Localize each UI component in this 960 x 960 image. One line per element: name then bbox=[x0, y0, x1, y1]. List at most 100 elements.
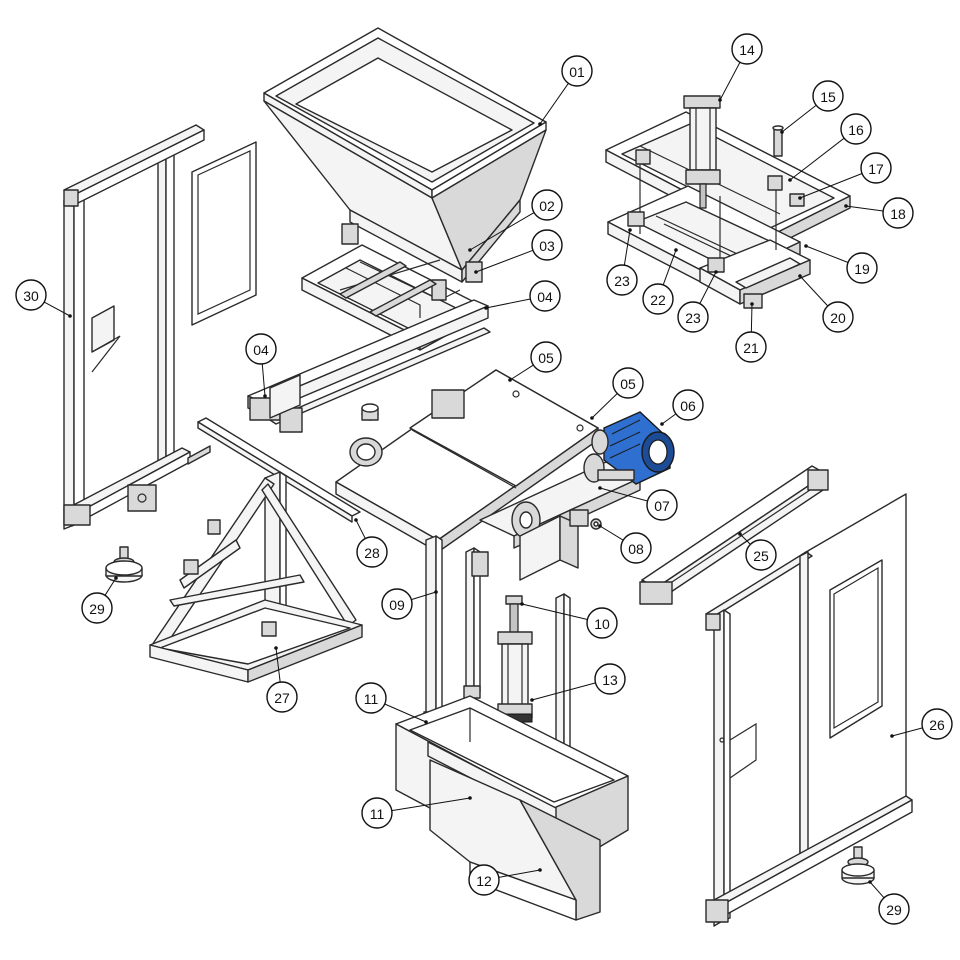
leader-dot-13 bbox=[530, 698, 534, 702]
callout-circle bbox=[594, 663, 626, 695]
callout-circle bbox=[840, 113, 872, 145]
leader-line-29 bbox=[869, 881, 885, 899]
callout-circle bbox=[735, 331, 767, 363]
leader-line-28 bbox=[355, 519, 366, 539]
chute-12 bbox=[429, 759, 601, 921]
leader-line-29 bbox=[104, 577, 117, 596]
callout-label: 23 bbox=[685, 310, 701, 326]
callout-label: 10 bbox=[594, 616, 610, 632]
callout-22-slider-plate: 22 bbox=[642, 283, 674, 315]
callout-17-guide-bracket: 17 bbox=[860, 152, 892, 184]
leader-line-21 bbox=[750, 303, 753, 333]
callout-label: 18 bbox=[890, 206, 906, 222]
leader-line-18 bbox=[845, 205, 884, 212]
callout-15-pin: 15 bbox=[812, 80, 844, 112]
callout-05-top-plate-edge: 05 bbox=[612, 367, 644, 399]
callout-circle bbox=[642, 283, 674, 315]
leader-line-07 bbox=[599, 487, 648, 502]
leader-line-14 bbox=[719, 62, 741, 101]
callout-18-top-frame: 18 bbox=[882, 197, 914, 229]
leader-dot-30 bbox=[68, 314, 72, 318]
leader-line-04 bbox=[261, 363, 266, 397]
callout-21-foot-block: 21 bbox=[735, 331, 767, 363]
leader-dot-25 bbox=[738, 532, 742, 536]
leader-dot-04 bbox=[484, 306, 488, 310]
callout-circle bbox=[531, 189, 563, 221]
side-frame-30 bbox=[63, 124, 205, 530]
drive-bracket-07 bbox=[479, 453, 641, 581]
leader-dot-08 bbox=[598, 524, 602, 528]
callout-14-press-cylinder: 14 bbox=[731, 33, 763, 65]
callout-circle bbox=[266, 681, 298, 713]
callout-06-motor: 06 bbox=[672, 389, 704, 421]
leader-line-17 bbox=[799, 173, 863, 199]
callout-circle bbox=[361, 797, 393, 829]
callout-16-clamp-block: 16 bbox=[840, 113, 872, 145]
callout-circle bbox=[882, 197, 914, 229]
support-stand-27 bbox=[149, 471, 363, 683]
leader-lines bbox=[43, 62, 923, 899]
callout-label: 06 bbox=[680, 398, 696, 414]
leader-line-06 bbox=[661, 413, 677, 425]
callout-label: 04 bbox=[537, 289, 553, 305]
callout-label: 20 bbox=[830, 310, 846, 326]
leader-line-11 bbox=[384, 703, 427, 723]
leader-dot-29 bbox=[868, 880, 872, 884]
callout-circle bbox=[606, 264, 638, 296]
leader-dot-19 bbox=[804, 244, 808, 248]
leader-dot-23 bbox=[628, 228, 632, 232]
leader-dot-06 bbox=[660, 422, 664, 426]
leader-line-12 bbox=[498, 869, 541, 878]
cross-beam-25 bbox=[639, 465, 829, 605]
callout-label: 05 bbox=[538, 350, 554, 366]
leader-line-16 bbox=[789, 137, 845, 181]
callout-label: 25 bbox=[753, 548, 769, 564]
leader-line-13 bbox=[531, 682, 596, 701]
leader-line-26 bbox=[891, 727, 923, 737]
callout-label: 15 bbox=[820, 89, 836, 105]
leader-line-09 bbox=[411, 591, 437, 601]
leader-dot-05 bbox=[508, 378, 512, 382]
callout-label: 04 bbox=[253, 342, 269, 358]
callout-circle bbox=[355, 682, 387, 714]
callout-26-door-panel: 26 bbox=[921, 708, 953, 740]
leader-line-11 bbox=[391, 797, 471, 812]
window-frame bbox=[191, 141, 257, 326]
callout-circle bbox=[529, 280, 561, 312]
callout-label: 19 bbox=[854, 261, 870, 277]
callout-04-guide-rail: 04 bbox=[529, 280, 561, 312]
callout-label: 12 bbox=[476, 873, 492, 889]
callout-29-leveling-foot-2: 29 bbox=[878, 893, 910, 925]
callout-01-hopper: 01 bbox=[561, 55, 593, 87]
callout-circle bbox=[245, 333, 277, 365]
callout-12-chute: 12 bbox=[468, 864, 500, 896]
callout-10-piston-rod: 10 bbox=[586, 607, 618, 639]
callout-25-cross-beam: 25 bbox=[745, 539, 777, 571]
leader-line-20 bbox=[799, 275, 829, 307]
callout-label: 17 bbox=[868, 161, 884, 177]
callout-07-drive-bracket: 07 bbox=[646, 489, 678, 521]
callout-circle bbox=[646, 489, 678, 521]
leader-dot-20 bbox=[798, 274, 802, 278]
leader-line-30 bbox=[43, 301, 71, 317]
leader-dot-23 bbox=[714, 270, 718, 274]
motor-06 bbox=[591, 411, 675, 485]
leader-dot-28 bbox=[354, 518, 358, 522]
hopper-01 bbox=[263, 27, 547, 283]
leader-dot-11 bbox=[424, 720, 428, 724]
callout-label: 14 bbox=[739, 42, 755, 58]
callout-circle bbox=[672, 389, 704, 421]
callout-circle bbox=[677, 301, 709, 333]
callout-02-hopper-slide-frame: 02 bbox=[531, 189, 563, 221]
leader-dot-09 bbox=[434, 590, 438, 594]
callout-30-side-frame: 30 bbox=[15, 279, 47, 311]
leader-dot-15 bbox=[780, 130, 784, 134]
callout-circle bbox=[860, 152, 892, 184]
callout-circle bbox=[531, 229, 563, 261]
callout-label: 13 bbox=[602, 672, 618, 688]
callout-circle bbox=[530, 341, 562, 373]
callout-19-mid-plate: 19 bbox=[846, 252, 878, 284]
leader-dot-10 bbox=[520, 602, 524, 606]
leader-line-02 bbox=[469, 212, 535, 251]
